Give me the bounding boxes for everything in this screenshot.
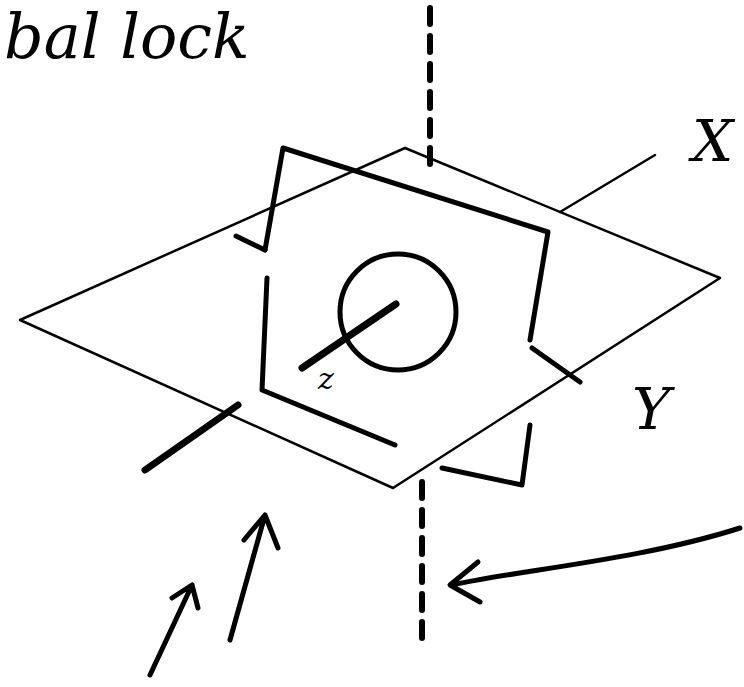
x-axis-line: [560, 155, 655, 212]
gimbal-frame: [262, 278, 395, 445]
axis-label: X: [692, 112, 733, 170]
plane-outline: [20, 148, 720, 488]
vertical-axis: [427, 8, 433, 170]
axis-label: Y: [632, 380, 670, 438]
pointer-arrow: [452, 528, 740, 585]
z-axis-line: [302, 304, 396, 368]
gimbal-frame: [532, 348, 580, 382]
pointer-arrow: [450, 562, 480, 602]
vertical-axis: [419, 482, 425, 640]
gimbal-frame: [265, 148, 548, 340]
up-arrow: [150, 585, 198, 675]
z-axis-line: [145, 405, 238, 470]
axis-label: z: [318, 364, 334, 394]
gimbal-frame: [236, 236, 265, 250]
rotor-circle: [340, 254, 456, 370]
gimbal-frame: [442, 425, 530, 485]
up-arrow: [230, 515, 278, 640]
title-fragment: bal lock: [4, 6, 250, 68]
